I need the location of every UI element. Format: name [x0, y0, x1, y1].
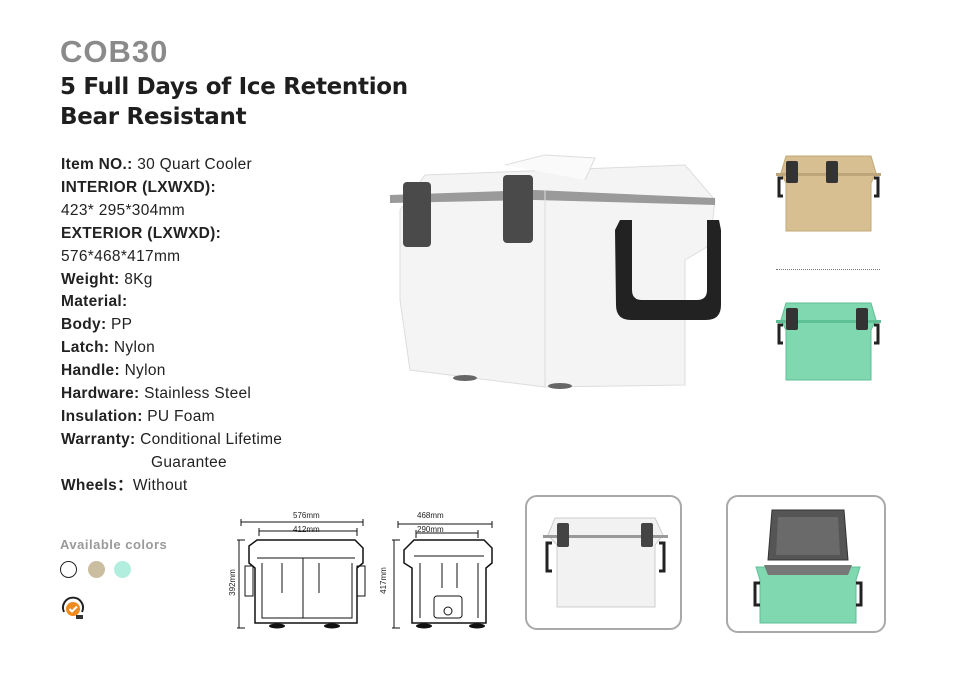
latch-right-icon	[503, 175, 533, 243]
spec-material: Material:	[61, 293, 128, 311]
front-inner-width: 412mm	[293, 525, 320, 534]
latch-left-icon	[403, 182, 431, 247]
front-outer-width: 576mm	[293, 511, 320, 520]
spec-exterior-label: EXTERIOR (LXWXD):	[61, 224, 222, 242]
spec-interior: 423* 295*304mm	[61, 201, 185, 219]
spec-warranty: Warranty: Conditional Lifetime	[61, 430, 283, 448]
closed-cooler-photo-frame	[525, 495, 682, 630]
spec-warranty-cont: Guarantee	[151, 453, 227, 471]
open-green-cooler-image	[753, 509, 863, 624]
side-inner-width: 290mm	[417, 525, 444, 534]
spec-weight: Weight: 8Kg	[61, 270, 153, 288]
available-colors-label: Available colors	[60, 537, 168, 552]
main-cooler-image	[390, 154, 721, 389]
color-swatch-white[interactable]	[60, 561, 77, 578]
spec-item-no: Item NO.: 30 Quart Cooler	[61, 156, 252, 173]
spec-insulation: Insulation: PU Foam	[61, 407, 215, 425]
model-title: COB30	[60, 34, 169, 69]
spec-body: Body: PP	[61, 316, 133, 334]
spec-hardware: Hardware: Stainless Steel	[61, 385, 252, 403]
spec-list: Item NO.: 30 Quart Cooler INTERIOR (LXWX…	[61, 154, 282, 498]
spec-exterior: 576*468*417mm	[61, 247, 181, 265]
headline-bear-resistant: Bear Resistant	[60, 104, 247, 130]
spec-interior-label: INTERIOR (LXWXD):	[61, 178, 216, 196]
sgs-certified-icon	[62, 596, 84, 619]
spec-latch: Latch: Nylon	[61, 339, 156, 357]
spec-wheels: Wheels：Without	[61, 476, 188, 494]
open-cooler-photo-frame	[726, 495, 886, 633]
side-height: 417mm	[378, 567, 388, 594]
tan-cooler-image	[776, 155, 881, 232]
color-swatch-seafoam[interactable]	[114, 561, 131, 578]
headline-ice-retention: 5 Full Days of Ice Retention	[60, 74, 408, 100]
color-swatch-tan[interactable]	[88, 561, 105, 578]
front-view-drawing	[237, 519, 366, 629]
closed-white-cooler-image	[543, 517, 668, 608]
divider	[776, 269, 880, 270]
handle-icon	[615, 220, 721, 320]
side-view-drawing	[392, 521, 493, 629]
front-height: 392mm	[227, 569, 237, 596]
green-cooler-image	[776, 302, 881, 381]
side-outer-width: 468mm	[417, 511, 444, 520]
spec-handle: Handle: Nylon	[61, 362, 166, 380]
